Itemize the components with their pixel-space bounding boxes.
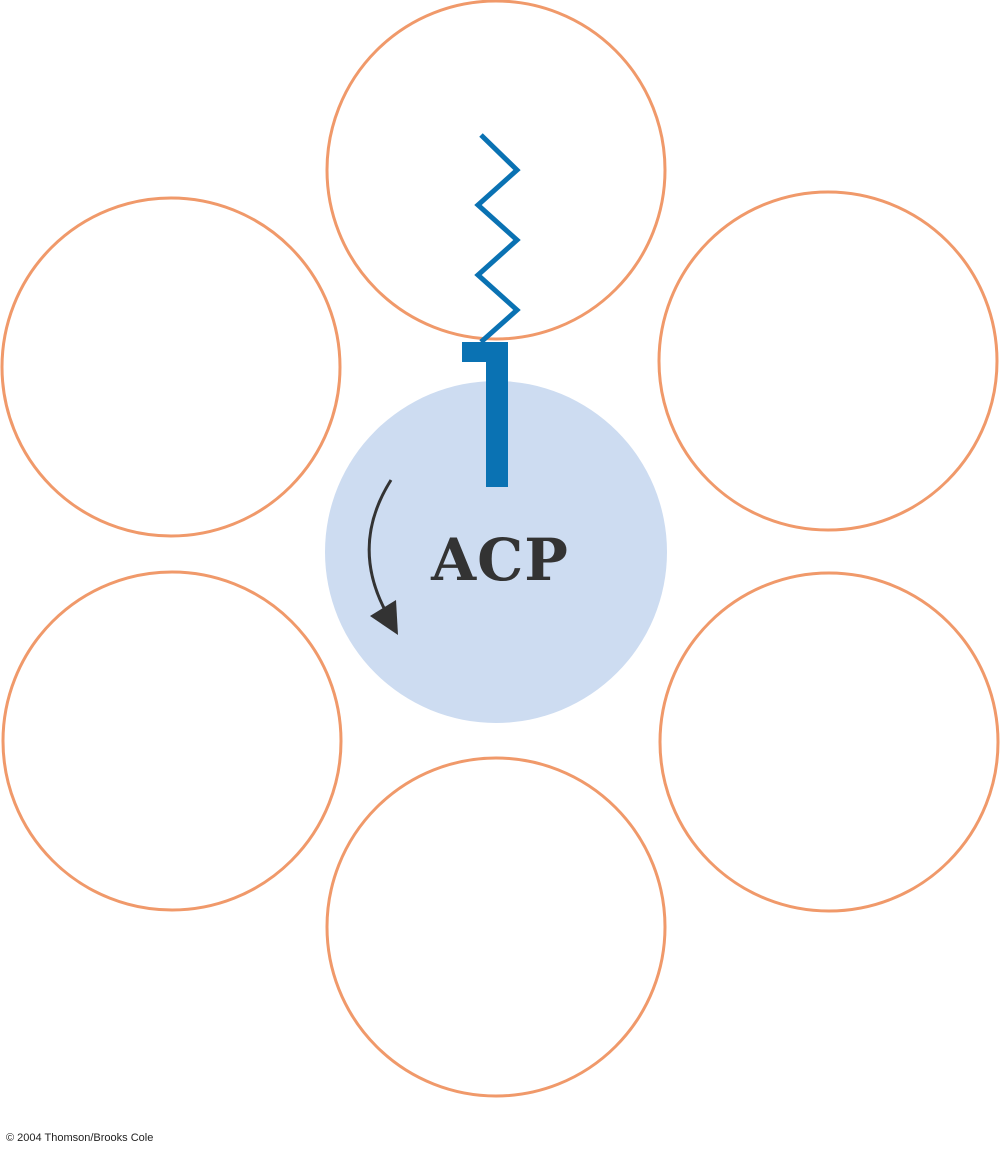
enzyme-domain-ring [0,0,1000,1098]
enzyme-domain-top [325,0,667,341]
enzyme-domain-bottom [325,756,667,1098]
enzyme-domain-upper-right [657,190,999,532]
arm-icon [462,342,508,487]
copyright-notice: © 2004 Thomson/Brooks Cole [6,1132,154,1144]
acp-label: ACP [430,526,569,594]
enzyme-domain-upper-left [0,196,342,538]
enzyme-domain-lower-right [658,571,1000,913]
curved-arrow-down-icon [367,479,398,635]
acp-domain [325,381,667,723]
enzyme-domain-lower-left [1,570,343,912]
zigzag-chain-icon [474,133,521,344]
